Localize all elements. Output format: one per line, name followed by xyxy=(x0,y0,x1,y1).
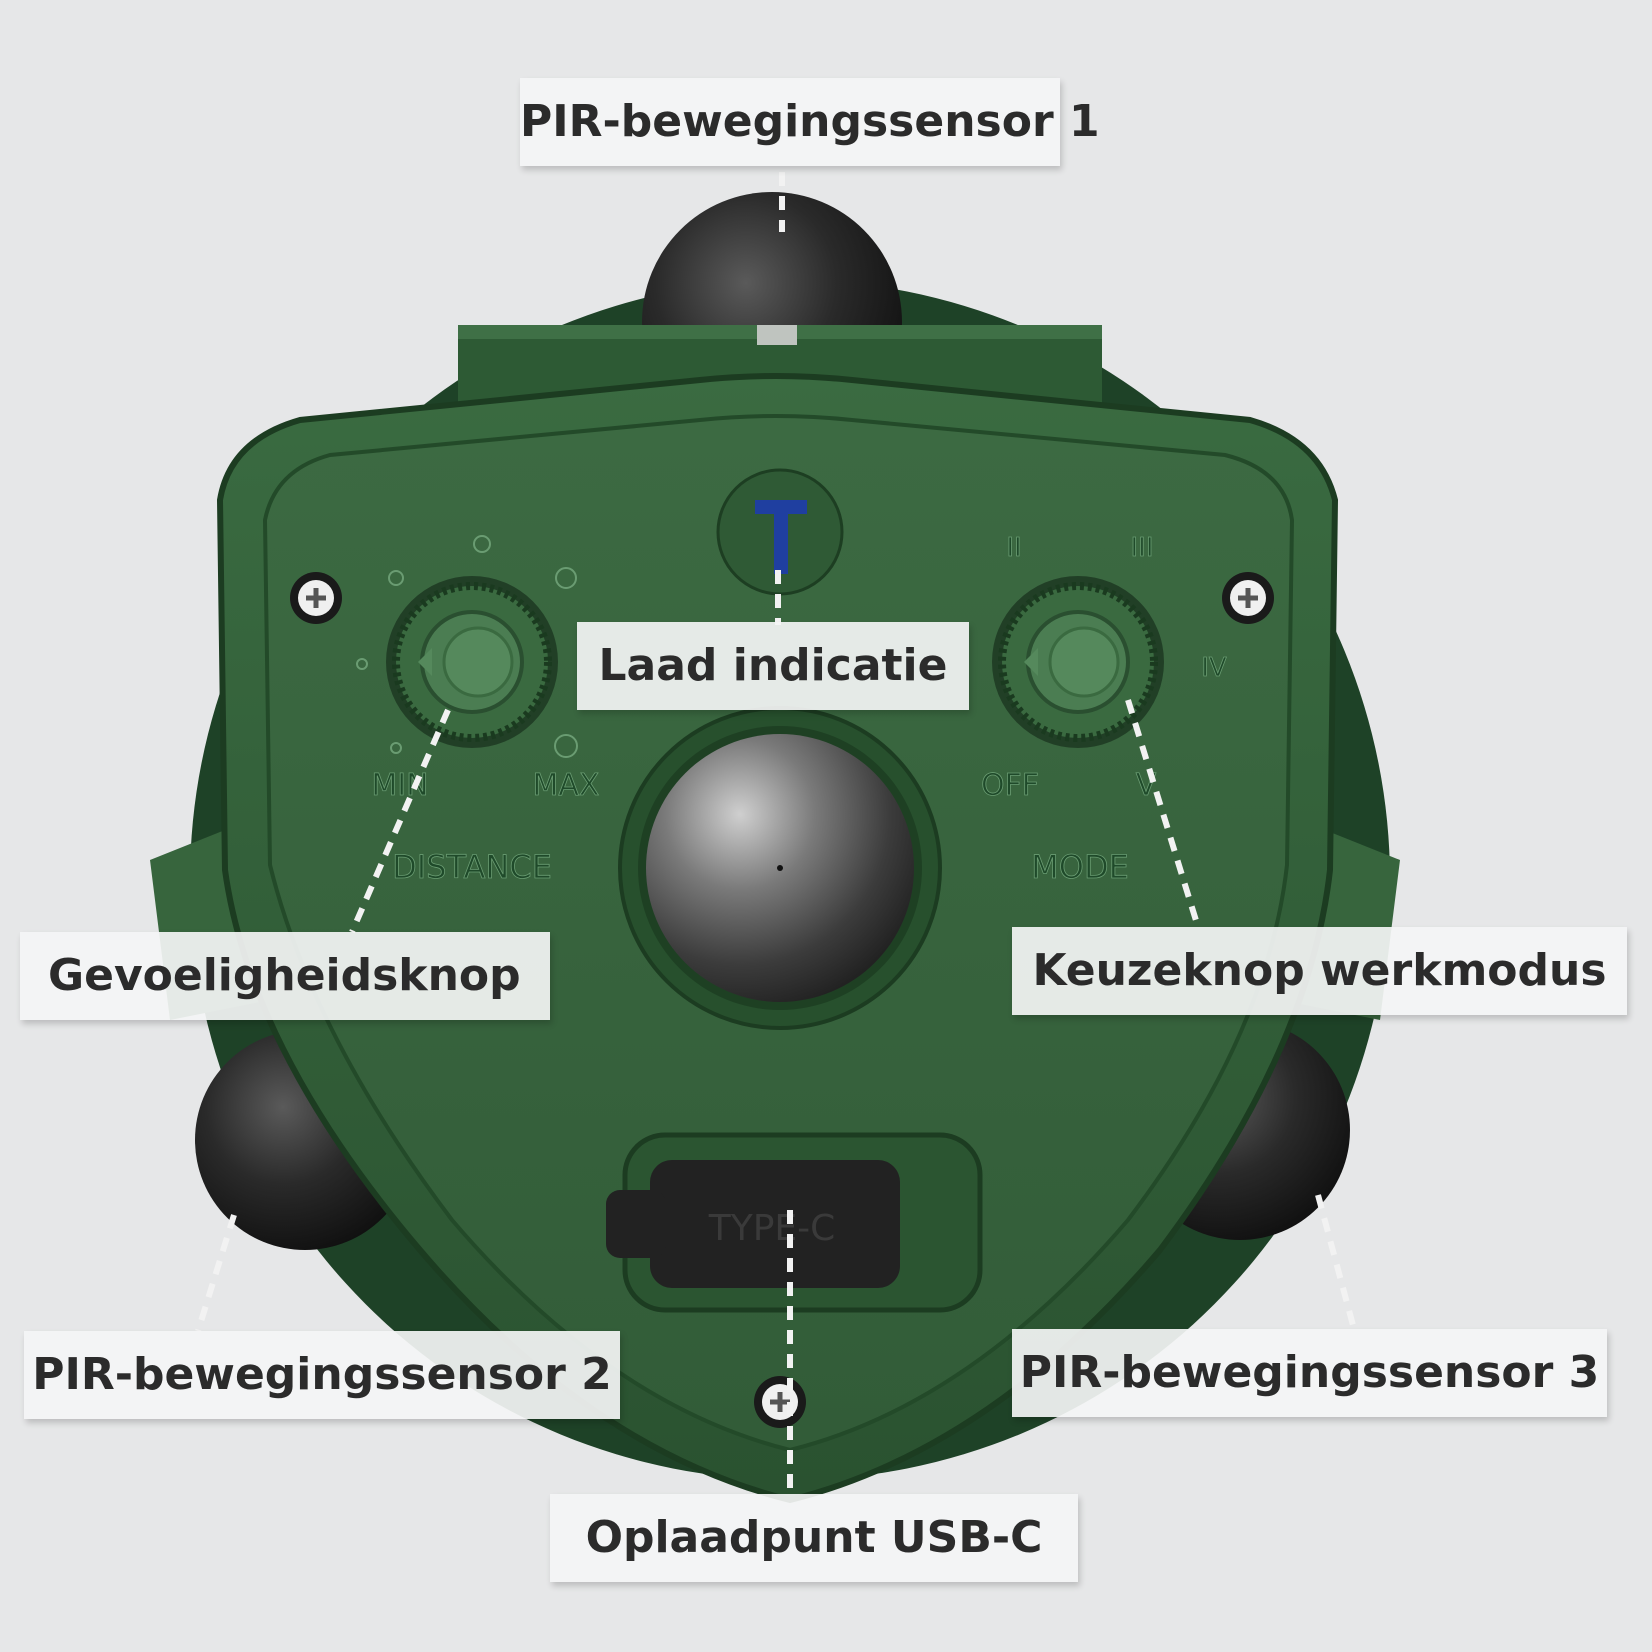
mode-title-text: MODE xyxy=(1031,848,1129,886)
mode-iv-text: IV xyxy=(1201,653,1227,683)
mode-iii-text: III xyxy=(1130,533,1153,563)
label-mode-knob: Keuzeknop werkmodus xyxy=(1012,927,1627,1015)
mode-ii-text: II xyxy=(1006,533,1021,563)
label-pir-sensor-1: PIR-bewegingssensor 1 xyxy=(520,78,1100,166)
screw-bottom xyxy=(754,1376,806,1428)
charge-indicator xyxy=(716,468,844,596)
label-usb-port: Oplaadpunt USB-C xyxy=(550,1494,1078,1582)
label-pir-sensor-3: PIR-bewegingssensor 3 xyxy=(1012,1329,1607,1417)
distance-knob[interactable] xyxy=(386,576,558,748)
distance-max-text: MAX xyxy=(533,768,600,803)
screw-right xyxy=(1222,572,1274,624)
center-button[interactable] xyxy=(618,706,942,1030)
label-pir-sensor-2: PIR-bewegingssensor 2 xyxy=(24,1331,620,1419)
usb-c-port-cover[interactable]: TYPE-C xyxy=(606,1132,983,1313)
label-charge-indicator: Laad indicatie xyxy=(577,622,969,710)
type-c-text: TYPE-C xyxy=(708,1208,836,1249)
distance-title-text: DISTANCE xyxy=(392,848,552,886)
distance-dots xyxy=(356,535,578,758)
mode-off-text: OFF xyxy=(981,768,1039,803)
mode-knob[interactable] xyxy=(992,576,1164,748)
leader-lines xyxy=(195,172,1357,1494)
screw-left xyxy=(290,572,342,624)
label-sensitivity-knob: Gevoeligheidsknop xyxy=(20,932,550,1020)
distance-min-text: MIN xyxy=(371,768,428,803)
